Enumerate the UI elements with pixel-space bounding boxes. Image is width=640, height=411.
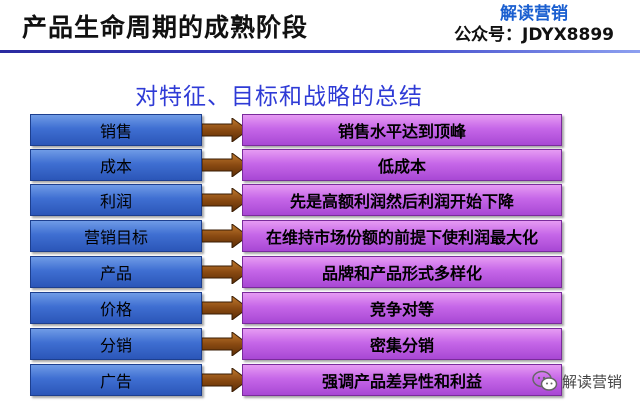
description-box: 销售水平达到顶峰 [242, 114, 562, 146]
category-box: 价格 [30, 292, 202, 324]
arrow-right-icon [202, 224, 248, 248]
category-box: 利润 [30, 184, 202, 216]
table-row: 成本 低成本 [0, 149, 640, 181]
wechat-icon [532, 370, 558, 391]
watermark: 解读营销 [532, 370, 622, 392]
description-box: 先是高额利润然后利润开始下降 [242, 184, 562, 216]
arrow-right-icon [202, 368, 248, 392]
table-row: 销售 销售水平达到顶峰 [0, 114, 640, 146]
description-box: 在维持市场份额的前提下使利润最大化 [242, 220, 562, 252]
category-box: 营销目标 [30, 220, 202, 252]
brand-account-id: 公众号：JDYX8899 [454, 25, 614, 45]
description-box: 强调产品差异性和利益 [242, 364, 562, 396]
table-row: 广告 强调产品差异性和利益 [0, 364, 640, 396]
table-row: 价格 竞争对等 [0, 292, 640, 324]
arrow-right-icon [202, 296, 248, 320]
brand-block: 解读营销 公众号：JDYX8899 [454, 4, 614, 46]
slide-subtitle: 对特征、目标和战略的总结 [135, 84, 423, 110]
header-divider [0, 50, 640, 53]
category-box: 成本 [30, 149, 202, 181]
arrow-right-icon [202, 153, 248, 177]
category-box: 销售 [30, 114, 202, 146]
arrow-right-icon [202, 188, 248, 212]
description-box: 低成本 [242, 149, 562, 181]
table-row: 利润 先是高额利润然后利润开始下降 [0, 184, 640, 216]
category-box: 广告 [30, 364, 202, 396]
arrow-right-icon [202, 332, 248, 356]
table-row: 营销目标 在维持市场份额的前提下使利润最大化 [0, 220, 640, 252]
table-row: 分销 密集分销 [0, 328, 640, 360]
arrow-right-icon [202, 260, 248, 284]
category-box: 产品 [30, 256, 202, 288]
brand-name: 解读营销 [500, 4, 569, 24]
description-box: 密集分销 [242, 328, 562, 360]
category-box: 分销 [30, 328, 202, 360]
description-box: 品牌和产品形式多样化 [242, 256, 562, 288]
description-box: 竞争对等 [242, 292, 562, 324]
arrow-right-icon [202, 118, 248, 142]
table-row: 产品 品牌和产品形式多样化 [0, 256, 640, 288]
page-title: 产品生命周期的成熟阶段 [22, 13, 309, 42]
watermark-text: 解读营销 [562, 372, 623, 391]
